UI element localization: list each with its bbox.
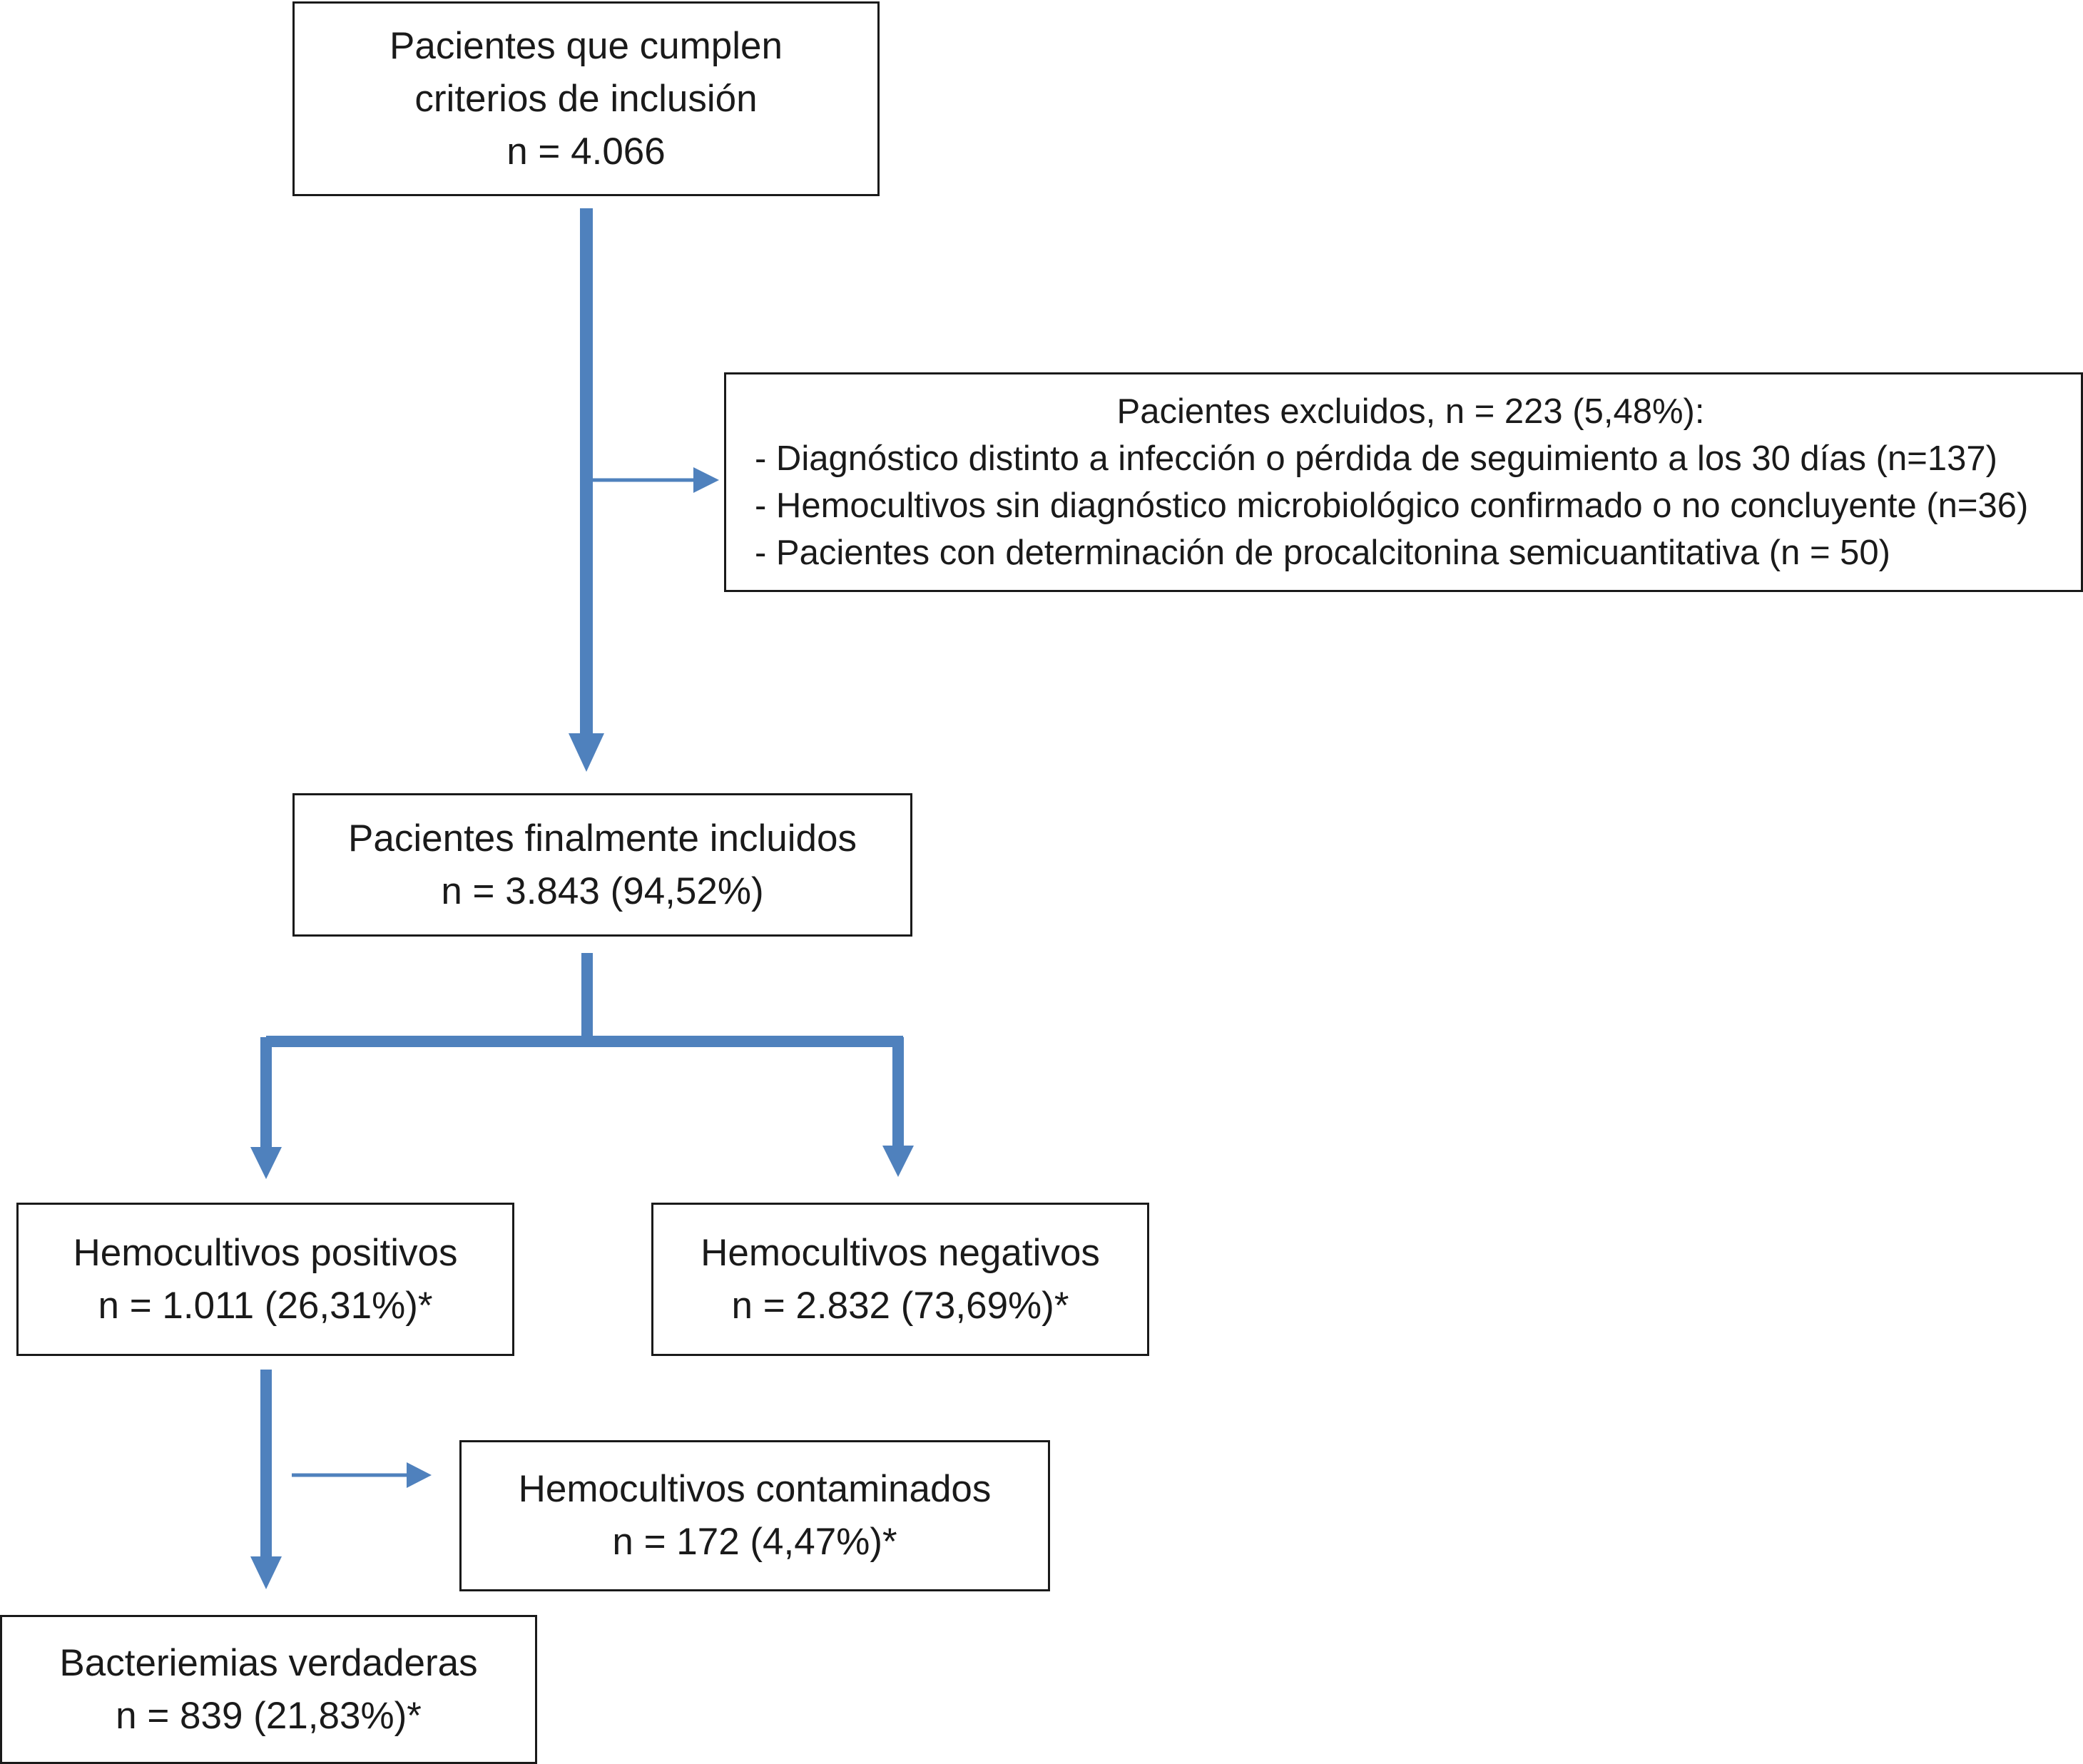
inclusion-line-2: criterios de inclusión bbox=[414, 77, 758, 120]
true-bacteremia-count: n = 839 (21,83%)* bbox=[116, 1694, 422, 1737]
final-included-title: Pacientes finalmente incluidos bbox=[348, 817, 857, 860]
excluded-item-bloodculture: - Hemocultivos sin diagnóstico microbiol… bbox=[755, 486, 2029, 525]
contaminated-cultures-box: Hemocultivos contaminados n = 172 (4,47%… bbox=[459, 1440, 1050, 1591]
positive-cultures-box: Hemocultivos positivos n = 1.011 (26,31%… bbox=[16, 1203, 514, 1356]
arrow-to-contaminated bbox=[292, 1462, 432, 1488]
arrow-positive-to-true bbox=[250, 1370, 282, 1589]
inclusion-criteria-box: Pacientes que cumplen criterios de inclu… bbox=[292, 1, 880, 196]
excluded-item-procalcitonin: - Pacientes con determinación de procalc… bbox=[755, 534, 1890, 572]
split-connector bbox=[266, 953, 903, 1047]
excluded-patients-box: Pacientes excluidos, n = 223 (5,48%): - … bbox=[724, 372, 2083, 592]
positive-cultures-title: Hemocultivos positivos bbox=[73, 1231, 458, 1274]
inclusion-count: n = 4.066 bbox=[506, 130, 666, 173]
excluded-item-diagnosis: - Diagnóstico distinto a infección o pér… bbox=[755, 439, 1997, 478]
negative-cultures-box: Hemocultivos negativos n = 2.832 (73,69%… bbox=[651, 1203, 1149, 1356]
negative-cultures-count: n = 2.832 (73,69%)* bbox=[731, 1284, 1069, 1327]
positive-cultures-count: n = 1.011 (26,31%)* bbox=[98, 1284, 433, 1327]
final-included-count: n = 3.843 (94,52%) bbox=[441, 870, 764, 912]
arrow-to-negative bbox=[882, 1037, 914, 1177]
negative-cultures-title: Hemocultivos negativos bbox=[701, 1231, 1100, 1274]
true-bacteremia-title: Bacteriemias verdaderas bbox=[59, 1641, 478, 1684]
true-bacteremia-box: Bacteriemias verdaderas n = 839 (21,83%)… bbox=[0, 1615, 537, 1764]
contaminated-cultures-title: Hemocultivos contaminados bbox=[518, 1468, 992, 1510]
contaminated-cultures-count: n = 172 (4,47%)* bbox=[612, 1521, 897, 1563]
excluded-heading: Pacientes excluidos, n = 223 (5,48%): bbox=[1116, 392, 1705, 431]
arrow-to-positive bbox=[250, 1037, 282, 1179]
final-included-box: Pacientes finalmente incluidos n = 3.843… bbox=[292, 793, 912, 937]
inclusion-line-1: Pacientes que cumplen bbox=[389, 24, 783, 67]
exclusion-arrow bbox=[593, 467, 719, 493]
main-flow-arrow bbox=[569, 208, 604, 772]
